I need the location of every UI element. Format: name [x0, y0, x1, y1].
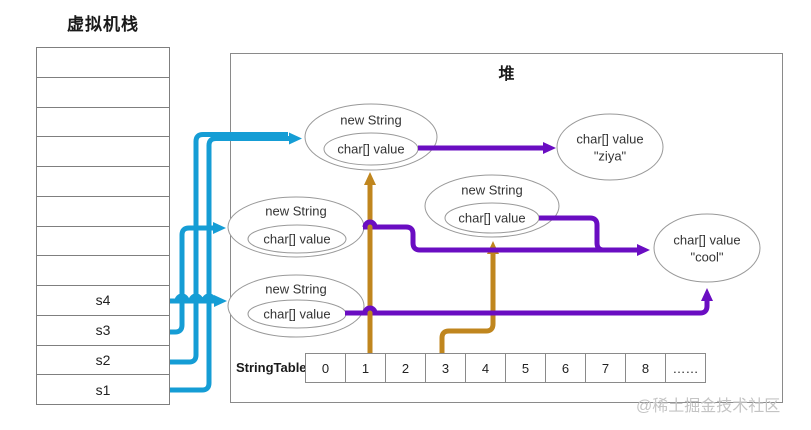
field-label: char[] value — [263, 306, 330, 321]
field-outline — [247, 224, 347, 254]
stringtable-cell-3: 3 — [426, 353, 466, 383]
stack-pointers — [170, 132, 302, 393]
value-references — [345, 142, 713, 316]
object-outline — [653, 213, 761, 283]
intern-ref-cell3-to-string-center — [439, 241, 499, 353]
object-outline — [556, 113, 664, 181]
stack-row-s1: s1 — [95, 381, 111, 398]
value-ref-middle-to-cool — [362, 219, 650, 256]
stringtable-cell-0: 0 — [305, 353, 346, 383]
value-label: "cool" — [690, 249, 723, 264]
heap-object-new-string-center: new String char[] value — [424, 174, 560, 238]
pointer-s3-to-string-middle — [170, 222, 226, 335]
value-label: "ziya" — [594, 148, 627, 163]
stack-row — [37, 108, 169, 138]
stack-row — [37, 256, 169, 286]
stringtable-cell-6: 6 — [546, 353, 586, 383]
value-ref-center-to-cool — [539, 215, 615, 253]
stack-row-s4: s4 — [37, 286, 169, 316]
stack-row — [37, 197, 169, 227]
heap-object-new-string-middle: new String char[] value — [227, 196, 365, 258]
heap-object-char-cool: char[] value "cool" — [653, 213, 761, 283]
object-label: new String — [340, 112, 401, 127]
pointer-s1-to-string-top — [170, 132, 302, 393]
stringtable: 0 1 2 3 4 5 6 7 8 …… — [305, 353, 706, 383]
stringtable-cell-8: 8 — [626, 353, 666, 383]
stringtable-cell-4: 4 — [466, 353, 506, 383]
stringtable-cell-ellipsis: …… — [666, 353, 706, 383]
stack-row-s2: s2 — [37, 346, 169, 376]
field-label: char[] value — [458, 210, 525, 225]
stringtable-cell-1: 1 — [346, 353, 386, 383]
stringtable-cell-7: 7 — [586, 353, 626, 383]
stack-title: 虚拟机栈 — [67, 15, 139, 34]
stringtable-cell-2: 2 — [386, 353, 426, 383]
stack-row — [37, 137, 169, 167]
field-label: char[] value — [263, 231, 330, 246]
field-label: char[] value — [673, 232, 740, 247]
object-label: new String — [265, 203, 326, 218]
stack-row — [37, 78, 169, 108]
stringtable-cell-5: 5 — [506, 353, 546, 383]
field-label: char[] value — [337, 141, 404, 156]
stringtable-label: StringTable — [236, 360, 307, 375]
pointer-s2-to-string-top — [170, 132, 288, 365]
intern-references — [364, 172, 499, 353]
field-label: char[] value — [576, 131, 643, 146]
heap-object-char-ziya: char[] value "ziya" — [556, 113, 664, 181]
stack-row — [37, 48, 169, 78]
watermark: @稀土掘金技术社区 — [636, 398, 781, 415]
heap-title: 堆 — [498, 66, 515, 83]
value-ref-bottom-to-cool — [345, 288, 713, 316]
stack-row-s3: s3 — [37, 316, 169, 346]
stack-row — [37, 227, 169, 257]
object-label: new String — [265, 281, 326, 296]
object-label: new String — [461, 182, 522, 197]
heap-object-new-string-top: new String char[] value — [304, 103, 438, 171]
stack-row — [37, 167, 169, 197]
heap-object-new-string-bottom: new String char[] value — [227, 274, 365, 338]
pointer-s4-to-string-bottom — [170, 293, 227, 307]
vm-stack-table: s4 s3 s2 s1 — [36, 47, 170, 405]
